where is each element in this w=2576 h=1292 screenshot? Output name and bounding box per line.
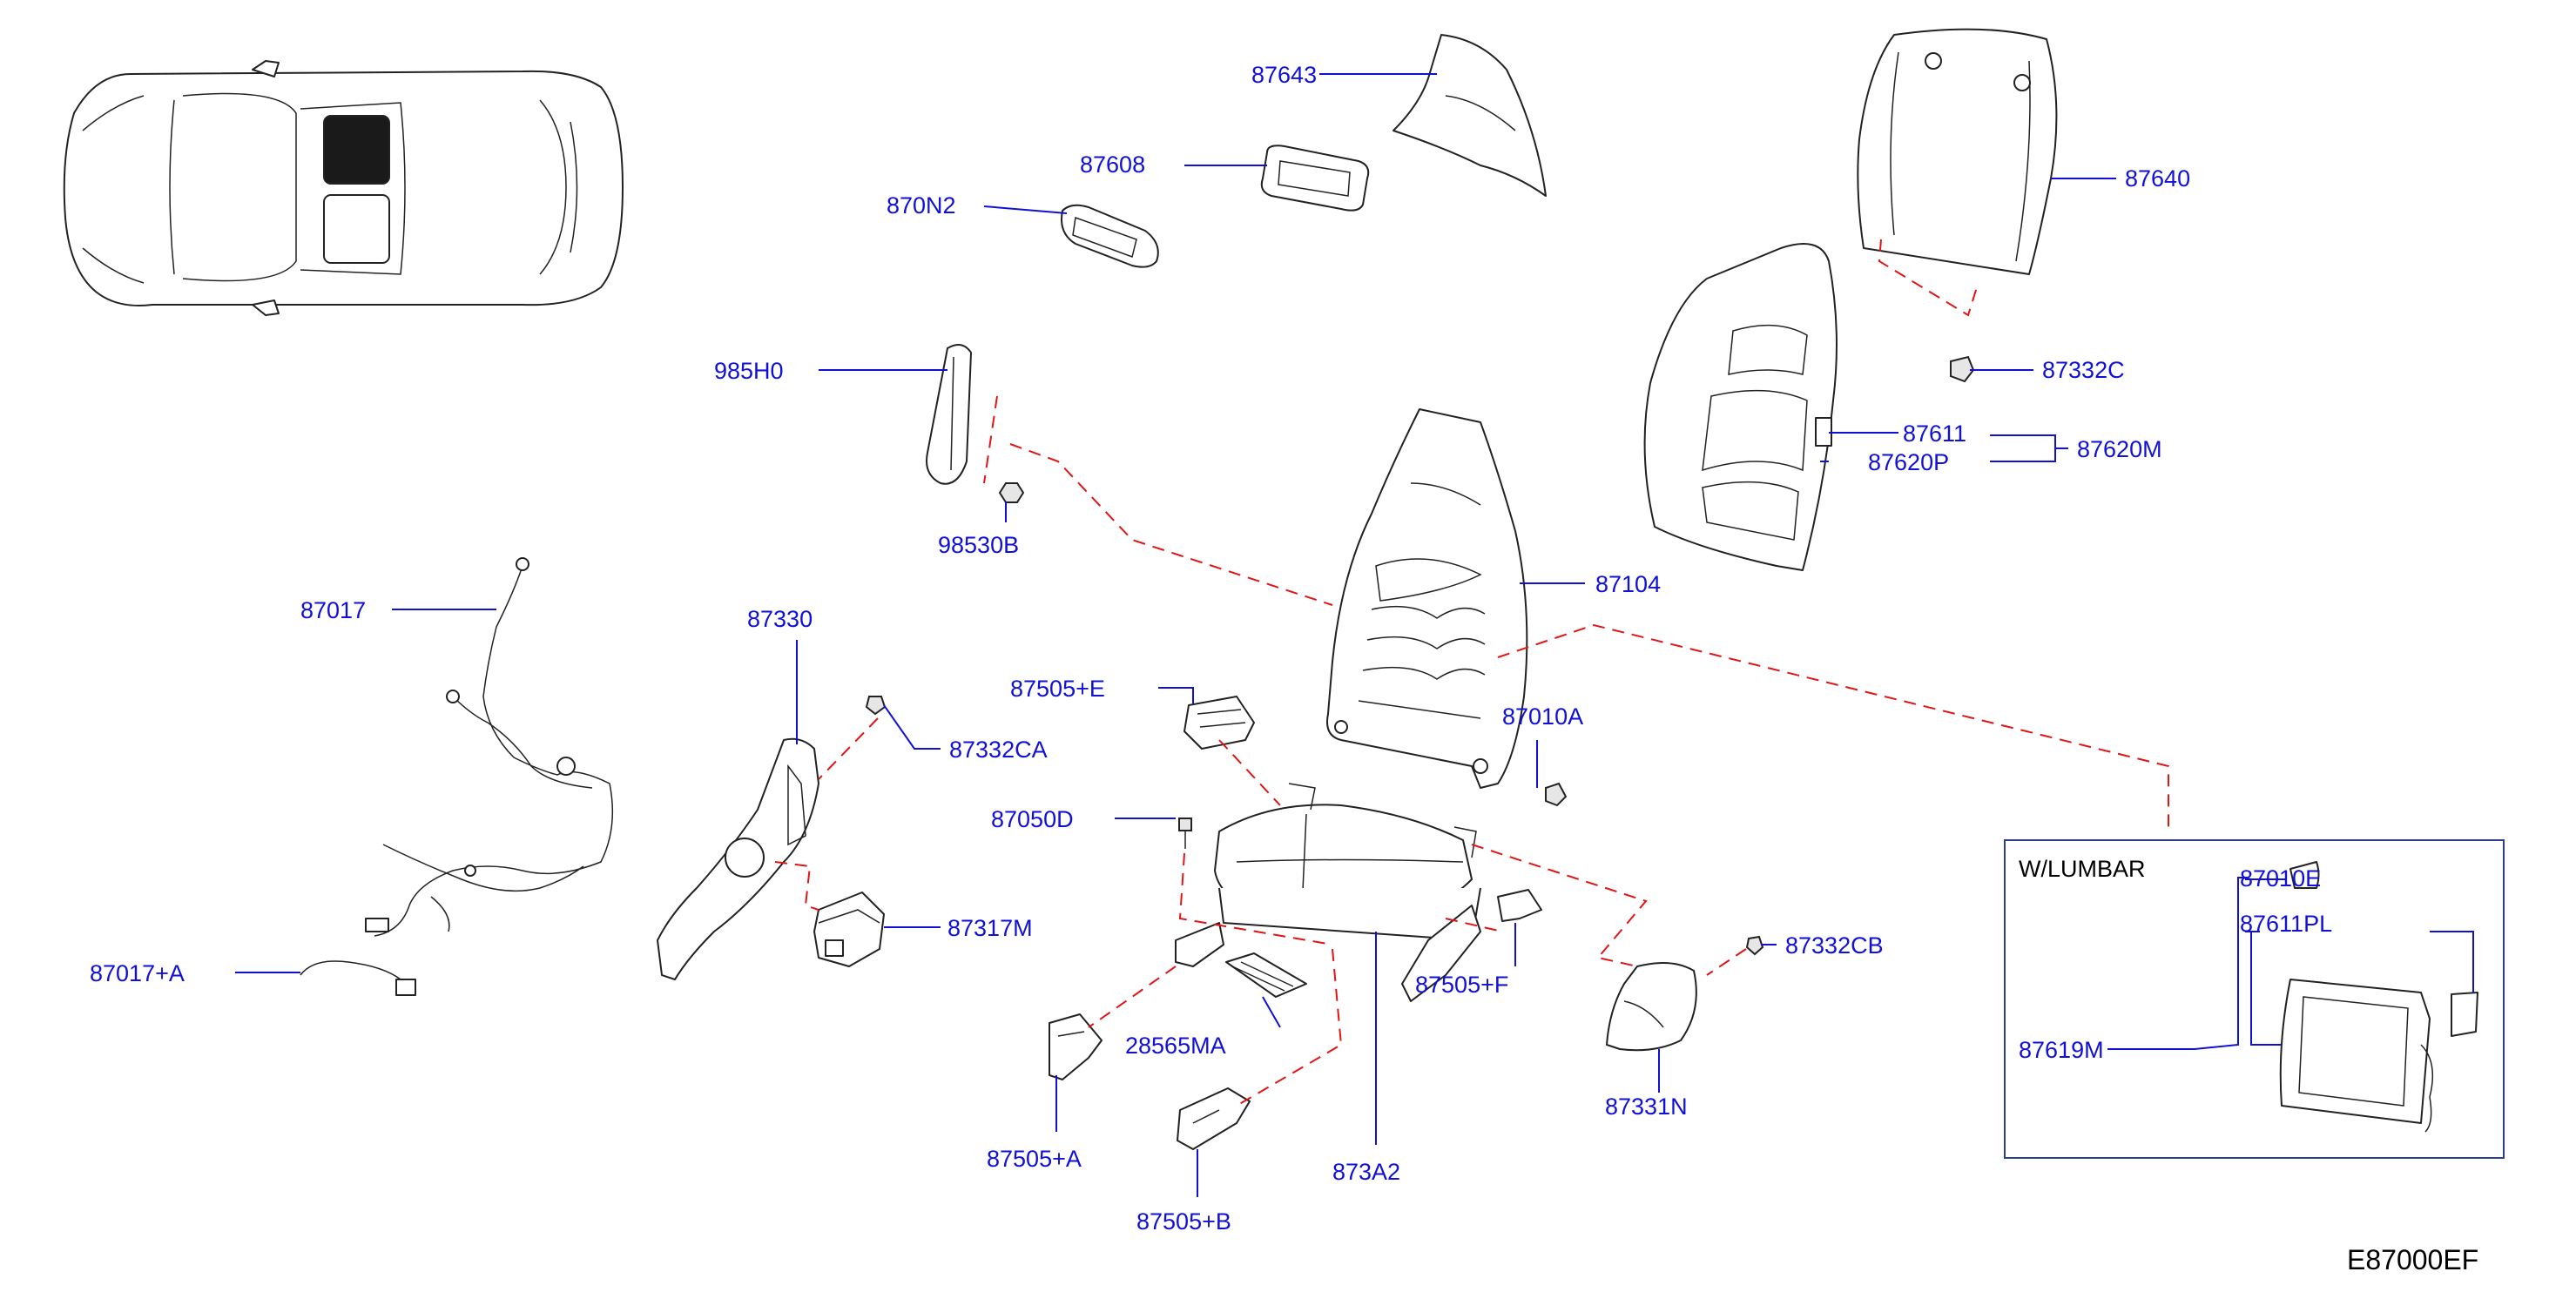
label-873A2: 873A2 xyxy=(1332,1159,1400,1185)
screw-87332CB-shape xyxy=(1745,935,1764,956)
label-87010E: 87010E xyxy=(2240,865,2321,892)
label-87104: 87104 xyxy=(1595,571,1661,597)
label-87643: 87643 xyxy=(1251,62,1317,88)
trim-87505A-shape xyxy=(1049,1013,1103,1080)
sunroof-rear-panel xyxy=(323,194,390,264)
clip-87505E-shape xyxy=(1183,696,1255,750)
screw-87332CA-shape xyxy=(865,696,887,716)
vehicle-top-view xyxy=(63,60,624,316)
part-87330-shape xyxy=(657,737,819,980)
part-87611-shape xyxy=(1643,243,1838,571)
nut-98530B-shape xyxy=(998,482,1025,503)
label-28565MA: 28565MA xyxy=(1125,1033,1226,1059)
label-87608: 87608 xyxy=(1080,151,1145,178)
label-87010A: 87010A xyxy=(1502,703,1583,730)
label-87317M: 87317M xyxy=(947,915,1033,941)
harness-87017-shape xyxy=(300,557,614,996)
screw-87010A-shape xyxy=(1545,782,1568,807)
part-985H0-shape xyxy=(926,344,972,485)
part-87643-shape xyxy=(1393,34,1547,197)
part-87640-shape xyxy=(1857,28,2058,275)
part-87608-shape xyxy=(1260,145,1370,212)
motor-87317M-shape xyxy=(813,892,885,967)
label-87505-A: 87505+A xyxy=(987,1146,1082,1172)
label-87050D: 87050D xyxy=(991,806,1074,832)
label-87620P: 87620P xyxy=(1868,449,1949,475)
part-labels: 87643 87608 870N2 87640 87332C 985H0 876… xyxy=(90,62,2478,1275)
cover-87331N-shape xyxy=(1606,962,1697,1052)
label-87332C: 87332C xyxy=(2042,357,2125,383)
label-985H0: 985H0 xyxy=(714,358,784,384)
label-87017-A: 87017+A xyxy=(90,960,185,986)
bolt-87050D-shape xyxy=(1178,818,1192,849)
cushion-873A2-shape xyxy=(1175,783,1481,1002)
label-87505-E: 87505+E xyxy=(1010,676,1105,702)
clip-87332C-shape xyxy=(1950,355,1975,383)
label-87611PL: 87611PL xyxy=(2240,911,2332,937)
label-87619M: 87619M xyxy=(2019,1037,2104,1063)
label-87640: 87640 xyxy=(2125,165,2190,192)
inset-title: W/LUMBAR xyxy=(2019,856,2146,882)
label-87620M: 87620M xyxy=(2077,436,2162,462)
label-87331N: 87331N xyxy=(1605,1093,1688,1120)
label-87505-F: 87505+F xyxy=(1415,972,1508,998)
label-870N2: 870N2 xyxy=(887,192,956,219)
trim-87505B-shape xyxy=(1177,1087,1251,1150)
leader-lines xyxy=(235,73,2116,1197)
label-87017: 87017 xyxy=(300,597,366,623)
part-870N2-shape xyxy=(1061,204,1159,268)
diagram-code: E87000EF xyxy=(2347,1244,2478,1275)
lumbar-inset: W/LUMBAR xyxy=(2004,839,2505,1159)
module-28565MA-shape xyxy=(1225,952,1307,998)
part-87104-shape xyxy=(1326,408,1528,789)
sunroof-glass xyxy=(323,115,390,185)
assembly-dashed-lines xyxy=(774,239,2169,1107)
label-87611: 87611 xyxy=(1903,421,1966,447)
clip-87505F-shape xyxy=(1497,889,1542,922)
label-87332CB: 87332CB xyxy=(1785,932,1884,959)
label-87330: 87330 xyxy=(747,606,813,632)
label-87505-B: 87505+B xyxy=(1136,1208,1231,1235)
label-87332CA: 87332CA xyxy=(949,737,1048,763)
label-98530B: 98530B xyxy=(938,532,1019,558)
